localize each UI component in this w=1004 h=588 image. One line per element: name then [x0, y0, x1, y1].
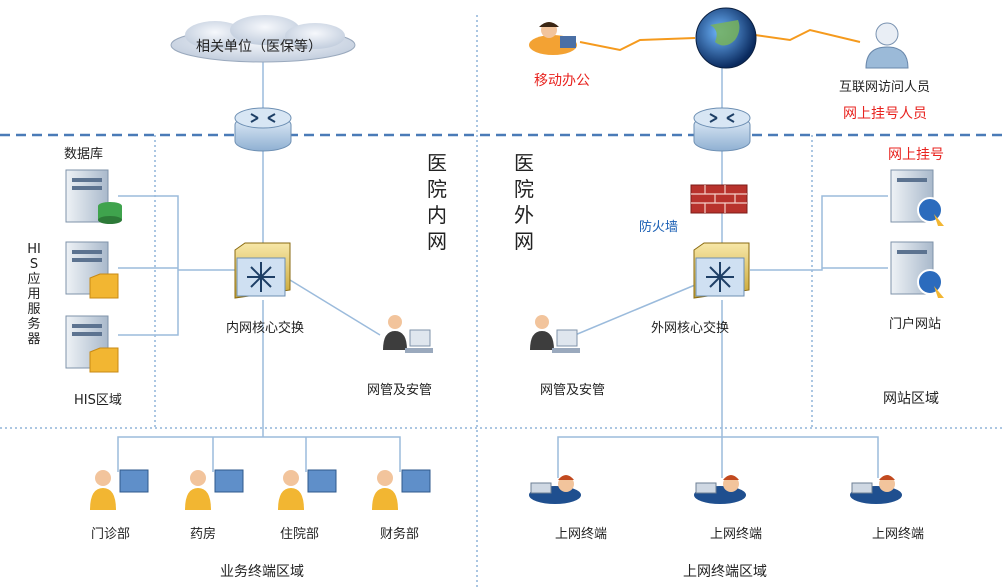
network-links: [117, 60, 888, 478]
external-zone-title: 医院外网: [514, 151, 534, 253]
firewall-icon: [690, 184, 748, 214]
website-zone-label: 网站区域: [883, 391, 939, 407]
terminal-label: 财务部: [380, 527, 420, 542]
internet-terminal-label: 上网终端: [710, 527, 763, 542]
switch-icon: [693, 242, 750, 299]
laptop-user-icon: [529, 475, 581, 504]
wan-links: [579, 28, 861, 52]
mobile-office-user-icon: [529, 22, 577, 55]
cloud-label: 相关单位（医保等）: [196, 39, 322, 55]
his-app-server-label: HIS应用服务器: [27, 242, 41, 347]
internal-zone-title: 医院内网: [427, 151, 447, 253]
workstation-icon: [278, 469, 337, 510]
database-label: 数据库: [64, 147, 104, 162]
web-server-icon: [890, 169, 944, 226]
internet-visitors-label: 互联网访问人员: [839, 80, 931, 95]
his-zone-label: HIS区域: [74, 393, 122, 408]
workstation-icon: [90, 469, 149, 510]
laptop-user-icon: [694, 475, 746, 504]
laptop-user-icon: [850, 475, 902, 504]
globe-icon: [695, 7, 757, 69]
cloud-icon: [170, 15, 356, 63]
terminal-label: 药房: [190, 527, 217, 542]
router-icon: [234, 107, 292, 152]
database-server-icon: [65, 169, 122, 224]
online-registration-label: 网上挂号: [888, 147, 944, 163]
external-core-switch-label: 外网核心交换: [651, 321, 730, 336]
admin-workstation-icon: [530, 315, 580, 353]
internet-terminal-label: 上网终端: [872, 527, 925, 542]
admin-workstation-icon: [383, 315, 433, 353]
router-icon: [693, 107, 751, 152]
mobile-office-label: 移动办公: [534, 73, 590, 89]
terminal-label: 门诊部: [91, 527, 131, 542]
external-mgmt-label: 网管及安管: [540, 383, 606, 398]
firewall-label: 防火墙: [639, 220, 679, 235]
web-server-icon: [890, 241, 944, 298]
user-icon: [865, 22, 909, 69]
internet-terminal-zone-label: 上网终端区域: [683, 564, 767, 580]
internet-terminal-label: 上网终端: [555, 527, 608, 542]
workstation-icon: [185, 469, 244, 510]
switch-icon: [234, 242, 291, 299]
internal-core-switch-label: 内网核心交换: [226, 321, 305, 336]
terminal-label: 住院部: [280, 527, 320, 542]
internal-mgmt-label: 网管及安管: [367, 383, 433, 398]
his-server-icon: [65, 241, 119, 299]
zone-lines: [0, 15, 1004, 588]
portal-website-label: 门户网站: [889, 317, 942, 332]
online-registration-users-label: 网上挂号人员: [843, 106, 927, 122]
business-terminal-zone-label: 业务终端区域: [220, 564, 304, 580]
his-server-icon: [65, 315, 119, 373]
workstation-icon: [372, 469, 431, 510]
